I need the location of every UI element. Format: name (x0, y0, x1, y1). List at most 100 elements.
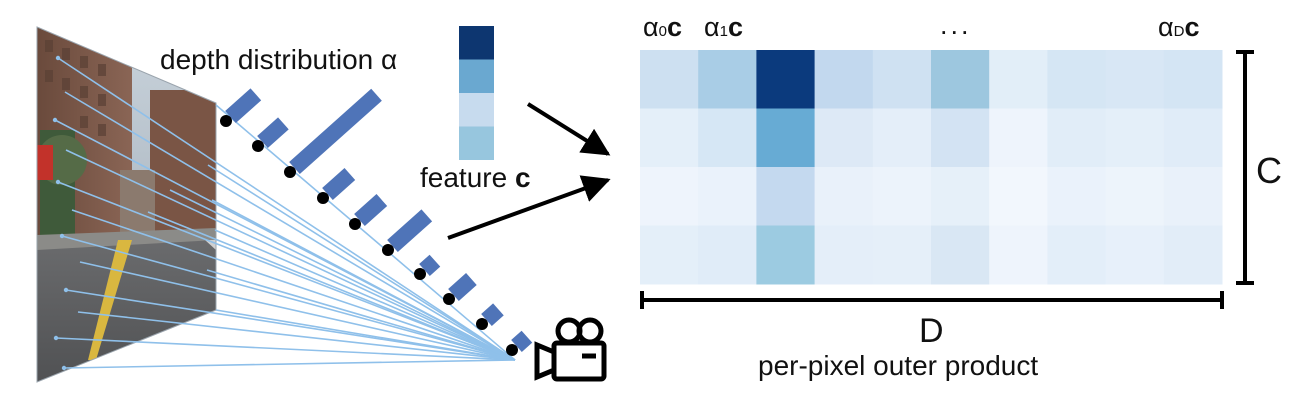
depth-bar (448, 273, 477, 301)
camera-ray (57, 57, 516, 361)
depth-point (506, 344, 518, 356)
grid-cell (989, 50, 1048, 109)
ray-tip (63, 287, 69, 293)
camera-ray (64, 91, 516, 361)
grid-cell (872, 108, 932, 168)
camera-ray (207, 164, 516, 361)
feature-to-grid-arrow (447, 175, 611, 240)
depth-bar (354, 194, 388, 226)
grid-cell (698, 225, 757, 285)
grid-cell (1047, 108, 1107, 168)
grid-cell (640, 225, 699, 285)
depth-point (476, 318, 488, 330)
video-camera-icon (534, 317, 607, 382)
grid-cell (1047, 167, 1107, 226)
camera-ray (79, 261, 516, 361)
grid-cell (872, 167, 932, 226)
depth-bar (419, 254, 441, 276)
camera-ray (147, 211, 516, 361)
grid-cell (1163, 108, 1223, 168)
grid-cell (756, 108, 816, 168)
depth-point (414, 268, 426, 280)
c-symbol: c (666, 12, 682, 42)
c-symbol: c (727, 12, 743, 42)
depth-to-grid-arrow (526, 102, 611, 156)
grid-cell (1163, 50, 1223, 109)
depth-point (443, 293, 455, 305)
column-label-alpha0-c: α0c (643, 12, 682, 43)
grid-cell (756, 225, 816, 285)
depth-bar (481, 303, 504, 326)
depth-distribution-bars (225, 88, 533, 352)
grid-cell (756, 167, 816, 226)
depth-point (382, 244, 394, 256)
camera-ray (65, 289, 516, 361)
alpha-subscript: 1 (719, 23, 728, 40)
ray-tip (61, 365, 67, 371)
grid-cell (698, 50, 757, 109)
camera-ray (206, 269, 516, 361)
depth-bar (322, 168, 356, 200)
column-ellipsis: ... (940, 10, 972, 40)
camera-ray (211, 199, 516, 361)
depth-distribution-label: depth distribution α (160, 44, 398, 75)
depth-sample-points (220, 115, 518, 356)
feature-label-prefix: feature (420, 162, 515, 193)
grid-cell (698, 167, 757, 226)
depth-point (284, 166, 296, 178)
camera-rays (52, 55, 516, 371)
grid-cell (1105, 167, 1165, 226)
grid-cell (814, 225, 874, 285)
camera-ray (169, 189, 516, 361)
feature-cell (459, 59, 494, 93)
camera-ray (77, 311, 516, 361)
grid-cell (931, 167, 990, 226)
depth-point (317, 192, 329, 204)
grid-cell (872, 50, 932, 109)
grid-cell (640, 167, 699, 226)
ray-tip (52, 117, 58, 123)
grid-cell (1163, 225, 1223, 285)
grid-cell (1163, 167, 1223, 226)
feature-vector-c (459, 26, 494, 160)
ray-tip (59, 233, 65, 239)
grid-cell (1105, 108, 1165, 168)
camera-ray (57, 181, 516, 361)
grid-cell (989, 108, 1048, 168)
ray-tip (55, 55, 61, 61)
caption-per-pixel-outer-product: per-pixel outer product (758, 350, 1039, 381)
camera-ray (215, 104, 516, 361)
feature-label: feature c (420, 162, 531, 194)
outer-product-grid (640, 50, 1223, 285)
column-label-alphaD-c: αDc (1158, 12, 1199, 43)
grid-cell (698, 108, 757, 168)
grid-cell (1047, 50, 1107, 109)
grid-cell (989, 225, 1048, 285)
column-label-alpha1-c: α1c (704, 12, 743, 43)
c-axis-bracket (1236, 50, 1254, 285)
depth-bar (257, 117, 289, 148)
grid-cell (640, 108, 699, 168)
ray-tip (53, 335, 59, 341)
camera-ray (63, 359, 516, 369)
camera-ray (71, 209, 516, 361)
grid-cell (1105, 50, 1165, 109)
depth-point (252, 140, 264, 152)
grid-cell (931, 50, 990, 109)
alpha-symbol: α (704, 12, 720, 42)
depth-bar (225, 88, 262, 123)
grid-cell (814, 108, 874, 168)
d-axis-bracket (640, 291, 1224, 309)
camera-ray (61, 235, 516, 361)
alpha-symbol: α (1158, 12, 1174, 42)
c-symbol: c (1184, 12, 1200, 42)
grid-cell (640, 50, 699, 109)
grid-cell (756, 50, 816, 109)
grid-cell (814, 50, 874, 109)
grid-cell (814, 167, 874, 226)
depth-point (349, 218, 361, 230)
alpha-subscript: 0 (658, 23, 667, 40)
d-axis-label: D (919, 312, 944, 350)
